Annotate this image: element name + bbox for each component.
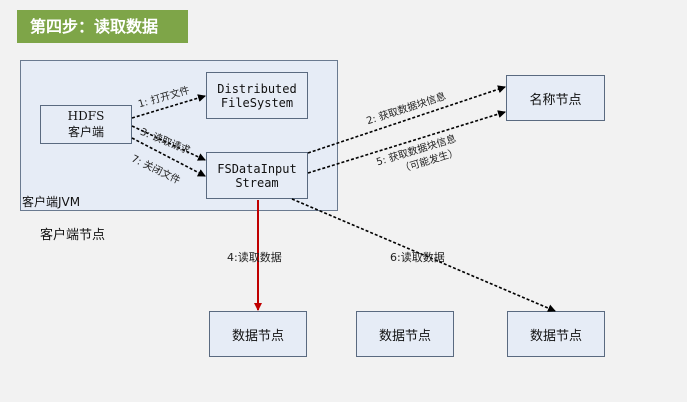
namenode-label: 名称节点 <box>529 92 582 108</box>
distributed-fs-line1: Distributed <box>217 81 297 96</box>
client-jvm-label: 客户端JVM <box>22 195 81 209</box>
arrow-read-data-dashed <box>291 198 556 312</box>
datanode-box-1: 数据节点 <box>209 311 307 357</box>
hdfs-client-box: HDFS 客户端 <box>40 105 132 144</box>
client-node-label: 客户端节点 <box>40 228 106 243</box>
fsdatainput-line1: FSDataInput <box>217 161 297 176</box>
datanode-label-1: 数据节点 <box>231 328 284 344</box>
distributed-filesystem-box: Distributed FileSystem <box>206 72 308 119</box>
hdfs-client-line2: 客户端 <box>67 125 104 139</box>
datanode-box-2: 数据节点 <box>356 311 454 357</box>
datanode-label-2: 数据节点 <box>378 328 431 344</box>
hdfs-client-line1: HDFS <box>67 109 105 123</box>
fsdatainputstream-box: FSDataInput Stream <box>206 152 308 199</box>
step-label-4: 4:读取数据 <box>227 251 282 264</box>
fsdatainput-line2: Stream <box>235 175 279 190</box>
datanode-box-3: 数据节点 <box>507 311 605 357</box>
datanode-label-3: 数据节点 <box>529 328 582 344</box>
arrow-open-file <box>131 94 206 119</box>
step-label-6: 6:读取数据 <box>390 251 445 264</box>
distributed-fs-line2: FileSystem <box>220 95 294 110</box>
page-title: 第四步：读取数据 <box>17 10 188 43</box>
namenode-box: 名称节点 <box>506 75 605 121</box>
arrow-get-block-info-maybe <box>307 110 506 174</box>
arrow-read-request <box>131 125 206 161</box>
arrow-close-file <box>131 137 206 177</box>
